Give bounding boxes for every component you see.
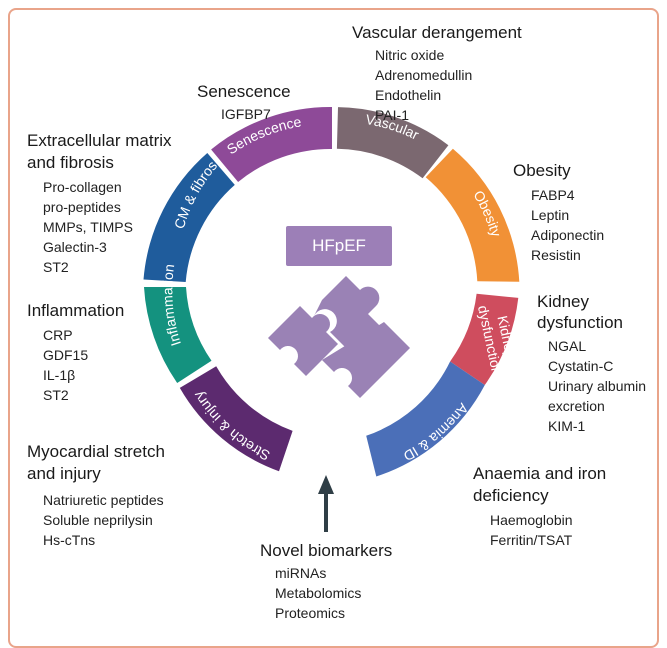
inflammation-item: GDF15 <box>43 347 89 363</box>
stretch-item: Soluble neprilysin <box>43 512 153 528</box>
anaemia-heading: deficiency <box>473 486 549 505</box>
stretch-item: Natriuretic peptides <box>43 492 164 508</box>
anaemia-item: Ferritin/TSAT <box>490 532 573 548</box>
novel-item: Proteomics <box>275 605 346 621</box>
vascular-item: Adrenomedullin <box>375 67 473 83</box>
kidney-heading: Kidney <box>537 292 589 311</box>
ring-segment-kidney <box>450 293 519 385</box>
inflammation-item: ST2 <box>43 387 69 403</box>
ring-segment-ecm <box>143 153 235 282</box>
ecm-item: pro-peptides <box>43 199 121 215</box>
stretch-item: Hs-cTns <box>43 532 96 548</box>
ring-segment-inflammation <box>144 287 212 383</box>
kidney-item: NGAL <box>548 338 587 354</box>
center-title: HFpEF <box>286 226 392 266</box>
ecm-item: MMPs, TIMPS <box>43 219 133 235</box>
senescence-item: IGFBP7 <box>221 106 271 122</box>
puzzle-icon <box>268 276 410 398</box>
inflammation-item: CRP <box>43 327 73 343</box>
obesity-heading: Obesity <box>513 161 571 180</box>
kidney-item: excretion <box>548 398 605 414</box>
ring-segment-vascular <box>336 107 449 179</box>
ecm-item: Pro-collagen <box>43 179 122 195</box>
stretch-heading: and injury <box>27 464 101 483</box>
inflammation-heading: Inflammation <box>27 301 125 320</box>
diagram-canvas: Senescence Vascular Obesity Anemia & ID … <box>143 106 520 532</box>
ring-segment-senescence <box>211 106 332 182</box>
ecm-heading: Extracellular matrix <box>27 131 172 150</box>
vascular-heading: Vascular derangement <box>352 23 522 42</box>
novel-item: Metabolomics <box>275 585 362 601</box>
vascular-item: PAI-1 <box>375 107 409 123</box>
anaemia-item: Haemoglobin <box>490 512 573 528</box>
kidney-item: Cystatin-C <box>548 358 614 374</box>
stretch-heading: Myocardial stretch <box>27 442 165 461</box>
senescence-heading: Senescence <box>197 82 291 101</box>
novel-item: miRNAs <box>275 565 327 581</box>
novel-heading: Novel biomarkers <box>260 541 393 560</box>
obesity-item: Adiponectin <box>531 227 605 243</box>
ecm-heading: and fibrosis <box>27 153 114 172</box>
ecm-item: ST2 <box>43 259 69 275</box>
vascular-item: Endothelin <box>375 87 442 103</box>
obesity-item: Leptin <box>531 207 570 223</box>
ring-segment-stretch <box>179 366 293 472</box>
anaemia-heading: Anaemia and iron <box>473 464 607 483</box>
ring-segment-anaemia <box>366 361 485 477</box>
inflammation-item: IL-1β <box>43 367 76 383</box>
obesity-item: FABP4 <box>531 187 575 203</box>
obesity-item: Resistin <box>531 247 581 263</box>
ecm-item: Galectin-3 <box>43 239 107 255</box>
upward-arrow-icon <box>318 475 334 532</box>
vascular-item: Nitric oxide <box>375 47 445 63</box>
kidney-item: Urinary albumin <box>548 378 647 394</box>
kidney-item: KIM-1 <box>548 418 586 434</box>
kidney-heading: dysfunction <box>537 313 623 332</box>
ring-segment-obesity <box>425 148 520 282</box>
